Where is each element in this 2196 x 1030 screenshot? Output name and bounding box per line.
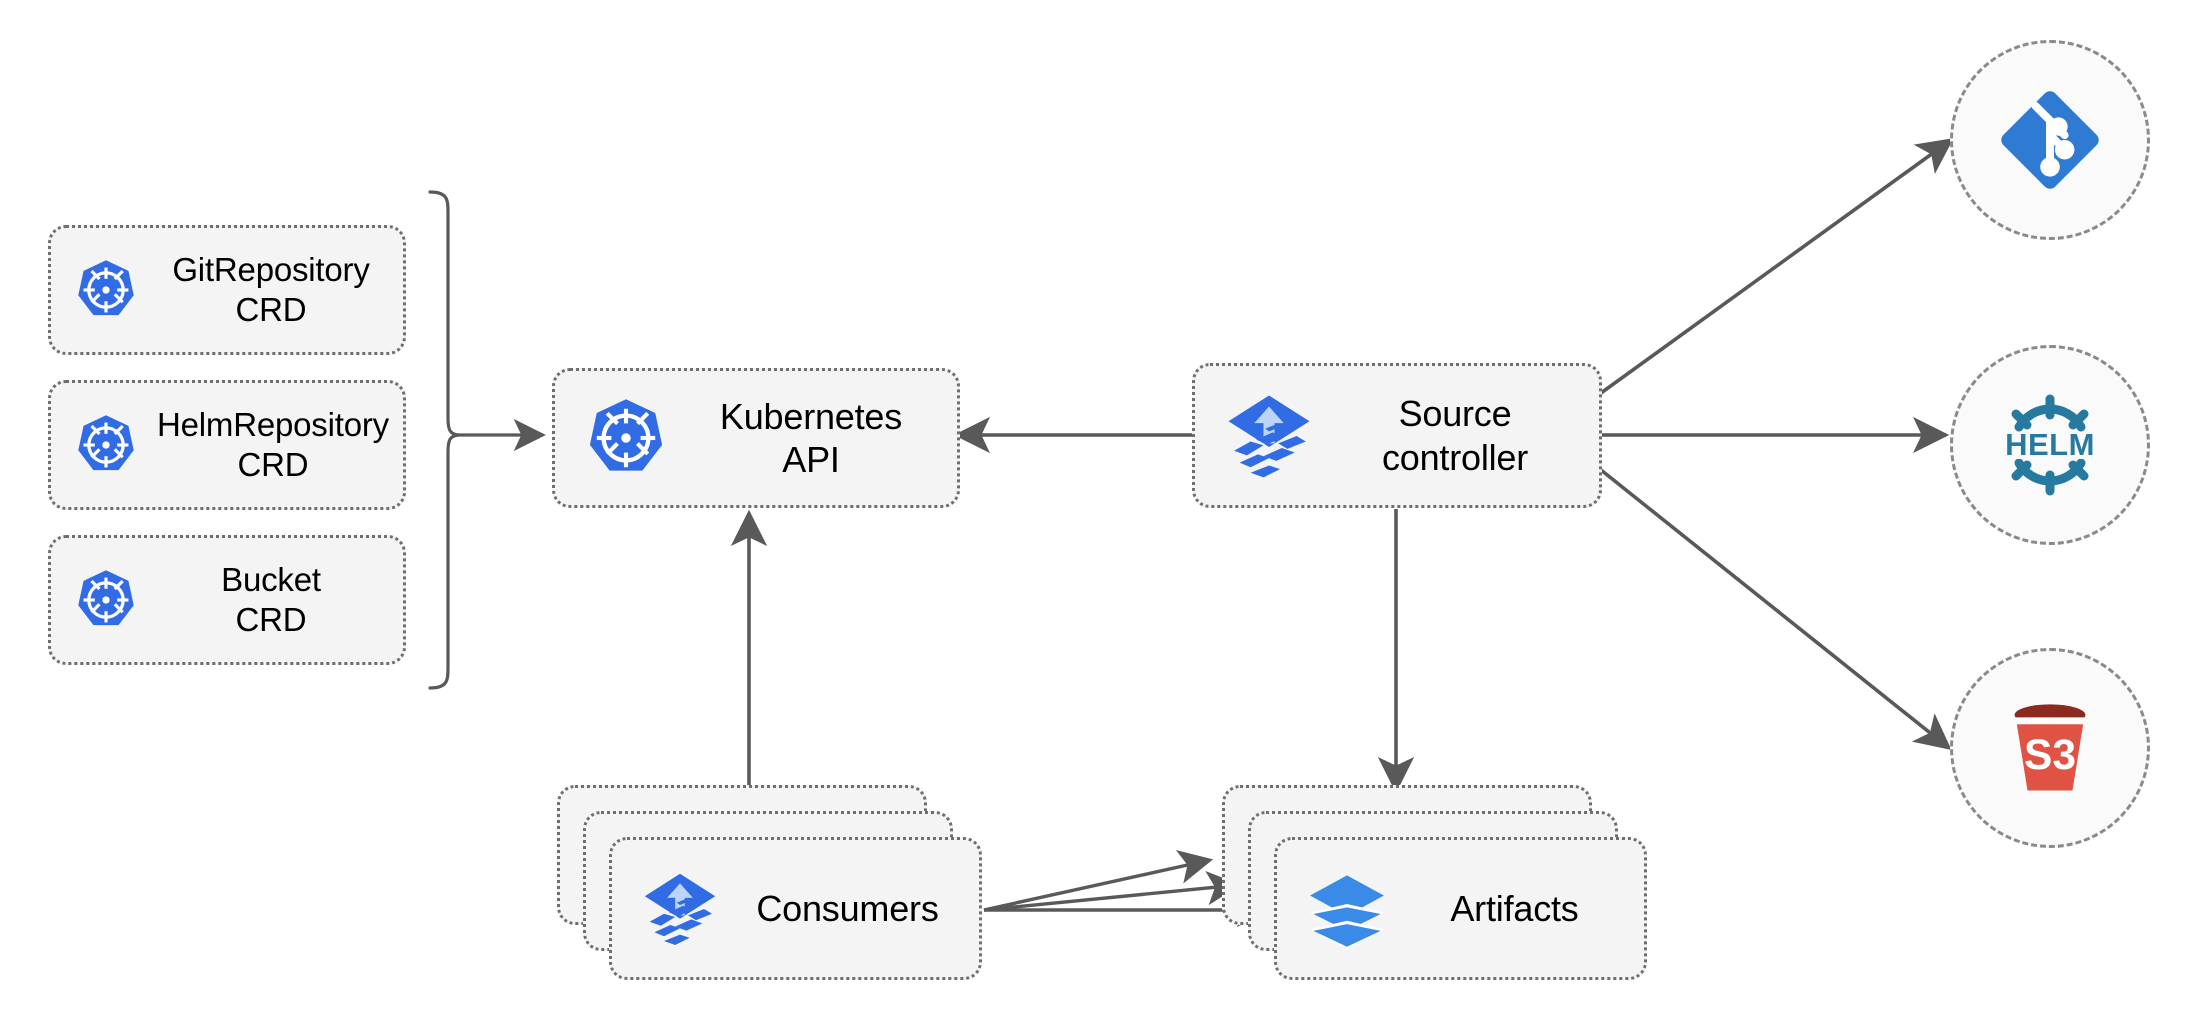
s3-bucket-icon: S3 xyxy=(2014,704,2086,791)
external-s3[interactable]: S3 xyxy=(1950,648,2150,848)
node-consumers[interactable]: Consumers xyxy=(557,785,987,990)
crd-card-bucket[interactable]: Bucket CRD xyxy=(48,535,406,665)
svg-text:HELM: HELM xyxy=(2005,427,2095,462)
consumers-stack-front[interactable]: Consumers xyxy=(609,837,982,980)
edge-source-to-s3 xyxy=(1599,468,1952,751)
crd-card-gitrepository[interactable]: GitRepository CRD xyxy=(48,225,406,355)
artifacts-stack-front[interactable]: Artifacts xyxy=(1274,837,1647,980)
crd-label: HelmRepository CRD xyxy=(157,405,389,483)
edge-source-to-git xyxy=(1599,138,1954,395)
node-label: Consumers xyxy=(756,887,939,929)
node-label: Kubernetes API xyxy=(719,395,903,480)
node-label: Artifacts xyxy=(1450,887,1579,929)
crd-brace xyxy=(428,190,459,690)
kubernetes-icon xyxy=(78,415,134,471)
helm-icon: HELM xyxy=(2005,394,2095,496)
crd-label: Bucket CRD xyxy=(221,560,321,638)
kubernetes-icon xyxy=(78,570,134,626)
flux-icon xyxy=(1228,395,1310,477)
kubernetes-icon xyxy=(78,260,134,316)
svg-text:S3: S3 xyxy=(2024,732,2076,779)
node-kubernetes-api[interactable]: Kubernetes API xyxy=(552,368,960,508)
git-icon xyxy=(2001,91,2099,189)
external-helm[interactable]: HELM xyxy=(1950,345,2150,545)
node-label: Source controller xyxy=(1381,393,1529,478)
kubernetes-icon xyxy=(589,399,663,471)
crd-card-helmrepository[interactable]: HelmRepository CRD xyxy=(48,380,406,510)
edge-consumers-to-artifacts-1 xyxy=(983,849,1214,912)
layers-icon xyxy=(1310,874,1384,949)
edge-consumers-to-artifacts-2 xyxy=(983,870,1242,912)
node-artifacts[interactable]: Artifacts xyxy=(1222,785,1652,990)
node-source-controller[interactable]: Source controller xyxy=(1192,363,1602,508)
crd-label: GitRepository CRD xyxy=(172,250,370,328)
external-git[interactable] xyxy=(1950,40,2150,240)
flux-icon xyxy=(644,873,716,945)
